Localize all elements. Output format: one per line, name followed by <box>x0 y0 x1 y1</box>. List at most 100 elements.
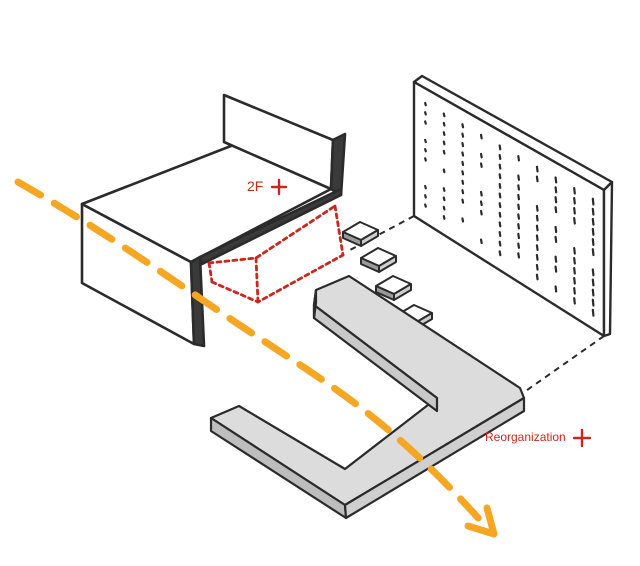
second-floor-box-edge-1 <box>209 263 212 282</box>
facade-perforation <box>444 207 445 210</box>
facade-perforation <box>556 237 557 242</box>
facade-perforation <box>462 181 463 184</box>
facade-perforation <box>537 167 538 172</box>
facade-perforation <box>425 103 426 105</box>
facade-perforation <box>593 290 594 296</box>
facade-perforation <box>574 298 575 303</box>
facade-perforation <box>593 219 594 225</box>
facade-perforation <box>537 265 538 270</box>
facade-perforation <box>462 171 463 174</box>
facade-perforation <box>500 222 501 226</box>
stepping-stone <box>343 222 378 246</box>
facade-perforation <box>574 278 575 283</box>
facade-perforation <box>425 121 426 123</box>
facade-perforation <box>481 192 482 195</box>
facade-perforation <box>500 242 501 246</box>
facade-perforation <box>537 245 538 250</box>
facade-perforation <box>556 227 557 232</box>
facade-perforation <box>593 280 594 286</box>
facade-perforation <box>462 190 463 193</box>
facade-perforation <box>444 170 445 173</box>
facade-perforation <box>593 249 594 255</box>
facade-perforation <box>537 206 538 211</box>
facade-perforation <box>462 162 463 165</box>
facade-perforation <box>556 187 557 192</box>
facade-perforation <box>518 176 519 180</box>
facade-perforation <box>425 140 426 142</box>
facade-perforation <box>462 200 463 203</box>
facade-perforation <box>444 216 445 219</box>
facade-wall <box>414 76 612 336</box>
facade-perforation <box>425 112 426 114</box>
facade-perforation <box>556 197 557 202</box>
facade-perforation <box>593 239 594 245</box>
facade-perforation <box>500 174 501 178</box>
facade-perforation <box>574 248 575 253</box>
facade-perforation <box>518 224 519 228</box>
facade-perforation <box>537 216 538 221</box>
facade-perforation <box>574 198 575 203</box>
facade-perforation <box>556 257 557 262</box>
facade-perforation <box>574 258 575 263</box>
facade-perforation <box>500 251 501 255</box>
facade-perforation <box>537 255 538 260</box>
facade-wall-side <box>604 182 612 336</box>
facade-perforation <box>444 198 445 201</box>
facade-perforation <box>444 114 445 117</box>
facade-perforation <box>481 154 482 157</box>
facade-perforation <box>481 240 482 243</box>
facade-perforation <box>500 165 501 169</box>
ground-slab-top <box>211 276 524 505</box>
facade-perforation <box>556 177 557 182</box>
facade-perforation <box>500 184 501 188</box>
facade-perforation <box>593 310 594 316</box>
facade-perforation <box>518 214 519 218</box>
facade-perforation <box>518 234 519 238</box>
facade-perforation <box>462 218 463 221</box>
second-floor-box-edge-2 <box>256 258 258 302</box>
second-floor-label: 2F <box>247 178 263 194</box>
facade-perforation <box>500 203 501 207</box>
facade-perforation <box>462 124 463 127</box>
facade-perforation <box>518 253 519 257</box>
facade-perforation <box>574 208 575 213</box>
facade-perforation <box>444 132 445 135</box>
facade-perforation <box>537 177 538 182</box>
facade-perforation <box>593 199 594 205</box>
facade-perforation <box>425 204 426 206</box>
facade-perforation <box>593 229 594 235</box>
facade-perforation <box>537 275 538 280</box>
facade-perforation <box>500 146 501 150</box>
facade-perforation <box>462 153 463 156</box>
facade-perforation <box>444 188 445 191</box>
facade-perforation <box>574 188 575 193</box>
building-cut-wall-right <box>331 134 345 195</box>
facade-perforation <box>444 151 445 154</box>
facade-perforation <box>518 244 519 248</box>
facade-perforation <box>518 205 519 209</box>
facade-perforation <box>593 209 594 215</box>
facade-perforation <box>481 163 482 166</box>
facade-perforation <box>556 286 557 291</box>
facade-perforation <box>425 158 426 160</box>
facade-perforation <box>556 267 557 272</box>
facade-perforation <box>574 218 575 223</box>
facade-perforation <box>500 213 501 217</box>
facade-perforation <box>425 149 426 151</box>
facade-perforation <box>425 195 426 197</box>
facade-perforation <box>518 156 519 160</box>
facade-perforation <box>593 300 594 306</box>
facade-perforation <box>518 195 519 199</box>
facade-perforation <box>425 186 426 188</box>
ground-slab <box>211 276 524 518</box>
facade-perforation <box>574 268 575 273</box>
facade-perforation <box>444 142 445 145</box>
facade-perforation <box>574 288 575 293</box>
facade-perforation <box>444 123 445 126</box>
facade-perforation <box>462 134 463 137</box>
facade-perforation <box>537 226 538 231</box>
facade-perforation <box>593 269 594 275</box>
facade-perforation <box>500 232 501 236</box>
